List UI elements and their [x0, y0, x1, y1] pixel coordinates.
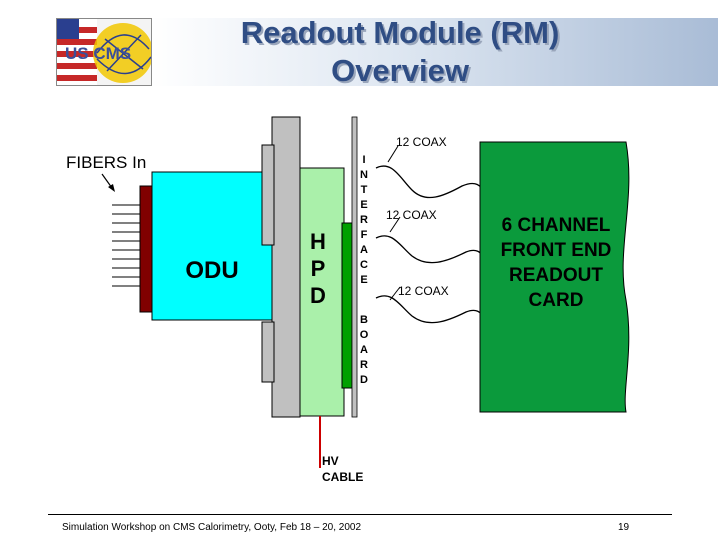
- board-letter: A: [360, 344, 368, 356]
- hpd-letter: P: [311, 256, 326, 281]
- hv-label-line: CABLE: [322, 470, 363, 484]
- coax-label: 12 COAX: [398, 284, 449, 298]
- fiber-connector-block: [139, 185, 153, 313]
- board-letter: B: [360, 314, 368, 326]
- card-label-line: CARD: [529, 290, 584, 311]
- board-letter: R: [360, 359, 368, 371]
- board-strip-edge: [351, 116, 358, 418]
- slide-header: US CMS Readout Module (RM) Overview: [0, 0, 720, 96]
- hpd-letter: H: [310, 229, 326, 254]
- header-gradient-band: [150, 18, 718, 86]
- coax-cables: [375, 165, 483, 324]
- interface-letter: T: [361, 184, 368, 196]
- interface-letter: E: [360, 199, 367, 211]
- fiber-lines: [112, 204, 142, 287]
- interface-board-letters: I N T E R F A C E B O A R D: [360, 154, 369, 386]
- fibers-in-label: FIBERS In: [66, 153, 146, 172]
- card-label-line: FRONT END: [501, 240, 612, 261]
- board-strip-left: [341, 222, 353, 389]
- coax-label: 12 COAX: [396, 135, 447, 149]
- us-cms-logo: US CMS: [56, 18, 152, 86]
- coax-label: 12 COAX: [386, 208, 437, 222]
- logo-text: US CMS: [65, 44, 131, 63]
- footer-text: Simulation Workshop on CMS Calorimetry, …: [62, 522, 362, 533]
- card-label-line: READOUT: [509, 265, 603, 286]
- interface-letter: A: [360, 244, 368, 256]
- card-label-line: 6 CHANNEL: [502, 215, 611, 236]
- footer-rule: [48, 514, 672, 515]
- title-line-1: Readout Module (RM): [240, 15, 560, 50]
- hpd-letter: D: [310, 283, 326, 308]
- fibers-arrow: [101, 173, 115, 192]
- hv-cable-label: HV CABLE: [322, 454, 363, 484]
- hpd-letters: H P D: [310, 229, 326, 308]
- interface-letter: C: [360, 259, 368, 271]
- interface-letter: N: [360, 169, 368, 181]
- flag-stripes: [57, 19, 97, 85]
- interface-letter: E: [360, 274, 367, 286]
- readout-module-diagram: FIBERS In ODU H P D I N T E R F A C E B …: [66, 116, 630, 484]
- title-line-2: Overview: [331, 53, 469, 88]
- interface-letter: R: [360, 214, 368, 226]
- card-label: 6 CHANNEL FRONT END READOUT CARD: [501, 215, 612, 311]
- page-number: 19: [618, 522, 630, 533]
- coax-label-pointers: [387, 145, 401, 301]
- board-letter: O: [360, 329, 369, 341]
- coax-labels: 12 COAX 12 COAX 12 COAX: [386, 135, 449, 298]
- hv-label-line: HV: [322, 454, 339, 468]
- odu-label: ODU: [185, 257, 238, 284]
- interface-letter: I: [362, 154, 365, 166]
- gray-frame: [261, 116, 301, 418]
- logo-graphic: US CMS: [57, 19, 151, 85]
- interface-letter: F: [361, 229, 368, 241]
- page-title: Readout Module (RM) Overview: [150, 14, 650, 90]
- odu-block: [151, 171, 273, 321]
- front-end-card: [479, 141, 630, 413]
- board-letter: D: [360, 374, 368, 386]
